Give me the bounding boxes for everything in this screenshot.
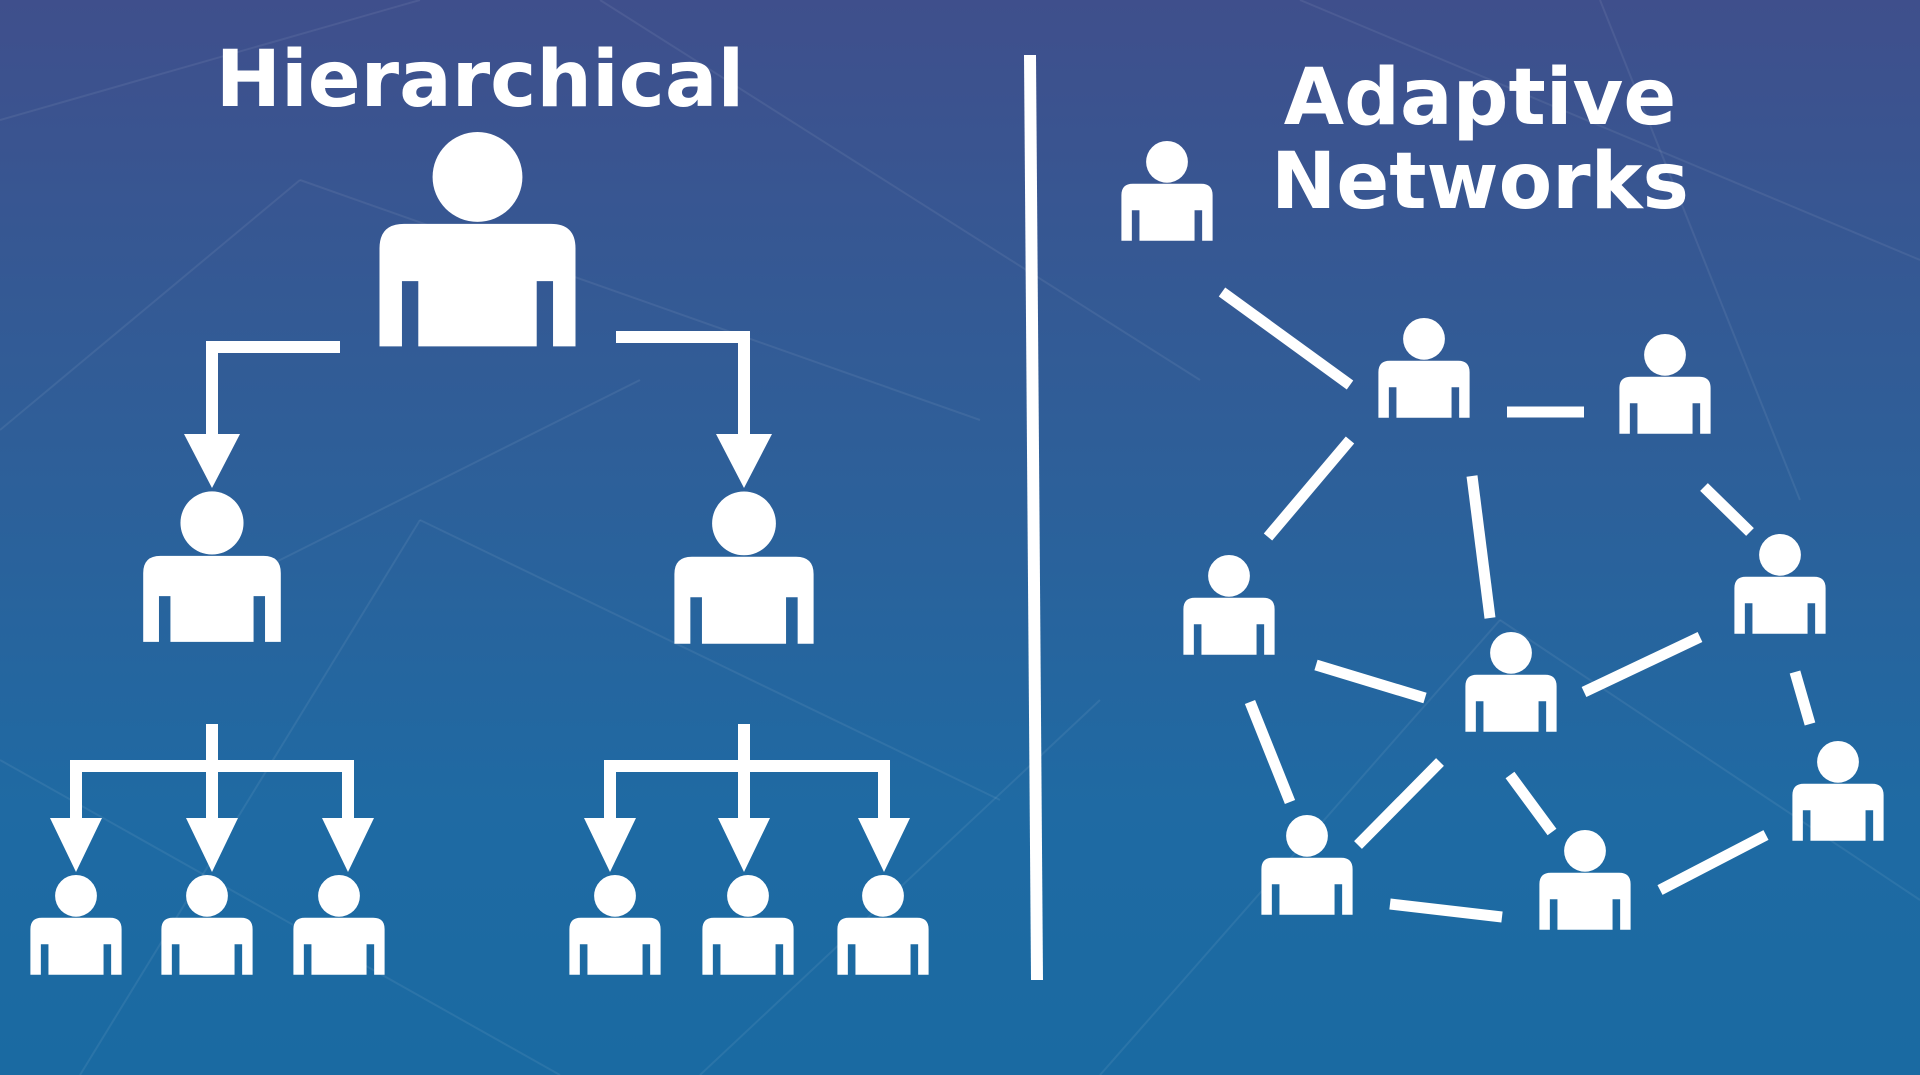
- person-icon: [1539, 829, 1631, 930]
- person-icon: [837, 874, 929, 975]
- network-link: [1314, 659, 1427, 704]
- person-icon: [674, 491, 814, 644]
- network-people: [1121, 140, 1884, 930]
- person-icon: [1792, 740, 1884, 841]
- connector-top-right: [616, 331, 750, 440]
- network-link: [1244, 699, 1296, 805]
- person-icon: [379, 132, 576, 347]
- hierarchy-connectors: [70, 331, 890, 826]
- person-icon: [1378, 317, 1470, 418]
- arrow-down-icon: [718, 818, 770, 872]
- adaptive-networks-title-line2: Networks: [1271, 137, 1689, 227]
- hierarchy-arrowheads: [50, 434, 910, 872]
- person-icon: [1734, 533, 1826, 634]
- person-icon: [1619, 333, 1711, 434]
- divider-line: [1024, 54, 1043, 981]
- adaptive-networks-title: Adaptive Networks: [1180, 56, 1780, 224]
- network-link: [1657, 830, 1769, 895]
- network-link: [1466, 475, 1496, 619]
- person-icon: [30, 874, 122, 975]
- arrow-down-icon: [186, 818, 238, 872]
- arrow-down-icon: [322, 818, 374, 872]
- person-icon: [143, 491, 281, 642]
- arrow-down-icon: [50, 818, 102, 872]
- network-link: [1581, 632, 1703, 697]
- person-icon: [1121, 140, 1213, 241]
- person-icon: [293, 874, 385, 975]
- network-link: [1505, 771, 1557, 836]
- adaptive-networks-title-line1: Adaptive: [1283, 53, 1677, 143]
- network-link: [1389, 898, 1503, 923]
- person-icon: [1465, 631, 1557, 732]
- arrow-down-icon: [584, 818, 636, 872]
- arrow-down-icon: [858, 818, 910, 872]
- person-icon: [702, 874, 794, 975]
- network-links: [1218, 287, 1816, 923]
- network-link: [1263, 436, 1355, 541]
- person-icon: [1183, 554, 1275, 655]
- network-link: [1354, 758, 1444, 849]
- arrow-down-icon: [184, 434, 240, 488]
- person-icon: [1261, 814, 1353, 915]
- person-icon: [569, 874, 661, 975]
- person-icon: [161, 874, 253, 975]
- arrow-down-icon: [716, 434, 772, 488]
- hierarchy-people: [30, 132, 929, 975]
- network-link: [1218, 287, 1354, 390]
- network-link: [1789, 670, 1816, 726]
- connector-top-left: [206, 341, 340, 440]
- hierarchical-title: Hierarchical: [215, 35, 745, 125]
- network-link: [1700, 483, 1754, 536]
